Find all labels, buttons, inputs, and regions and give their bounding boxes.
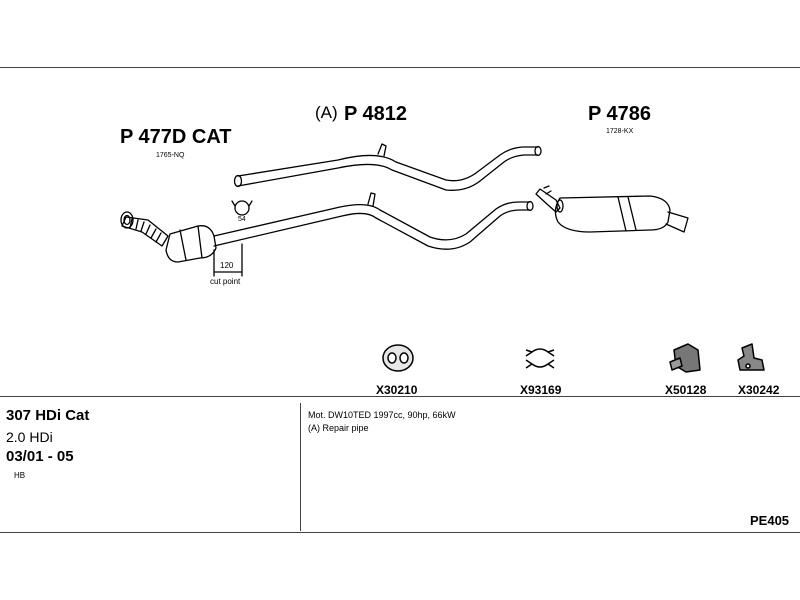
vehicle-engine: 2.0 HDi xyxy=(6,429,53,445)
accessory-code: X30210 xyxy=(376,383,418,397)
rear-silencer-band xyxy=(617,196,637,232)
rear-silencer-body xyxy=(554,195,671,233)
cat-body-seam xyxy=(197,225,203,259)
cut-point-label: cut point xyxy=(210,277,241,286)
cat-inlet-flange-inner xyxy=(123,214,131,226)
cut-point-dimension xyxy=(213,243,243,277)
cat-inlet-flange xyxy=(120,211,134,229)
middle-pipe-end xyxy=(526,200,534,212)
repair-pipe-upper-edge xyxy=(237,154,539,191)
cat-part-number: P 477D CAT xyxy=(120,126,232,148)
middle-part-prefix: (A) xyxy=(315,103,338,122)
repair-note: (A) Repair pipe xyxy=(308,423,369,433)
hanger-bracket-icon xyxy=(737,343,765,371)
cat-body xyxy=(165,225,217,263)
accessory-code: X50128 xyxy=(665,383,707,397)
middle-pipe xyxy=(213,201,531,241)
middle-pipe-edge xyxy=(213,209,531,250)
vehicle-years: 03/01 - 05 xyxy=(6,448,74,465)
middle-part-number: P 4812 xyxy=(344,103,408,125)
clamp-54 xyxy=(234,200,250,216)
repair-pipe-hanger xyxy=(377,143,387,157)
rear-silencer-tailpipe xyxy=(665,211,689,233)
vehicle-model: 307 HDi Cat xyxy=(6,407,90,424)
repair-pipe-end xyxy=(233,174,243,188)
vertical-divider xyxy=(300,403,301,531)
rear-silencer-inlet-end xyxy=(556,199,564,213)
rubber-mount-icon xyxy=(382,344,414,372)
repair-pipe-end xyxy=(534,145,542,157)
vehicle-body: HB xyxy=(14,471,26,480)
cat-oem-number: 1765-NQ xyxy=(156,152,185,159)
pipe-clamp-icon xyxy=(525,348,555,369)
cat-body-seam xyxy=(179,229,187,261)
clamp-54-tab xyxy=(231,200,253,207)
rear-part-number: P 4786 xyxy=(588,103,652,125)
reference-code: PE405 xyxy=(750,513,790,528)
middle-pipe-hanger xyxy=(367,192,376,207)
rubber-hanger-icon xyxy=(669,343,701,373)
accessory-code: X30242 xyxy=(738,383,780,397)
accessory-code: X93169 xyxy=(520,383,562,397)
clamp-size-label: 54 xyxy=(238,216,246,223)
diagram-frame xyxy=(0,67,800,533)
cat-flex-rings xyxy=(129,218,162,243)
rear-silencer-hanger xyxy=(543,185,552,195)
cut-length-label: 120 xyxy=(220,261,234,270)
rear-oem-number: 1728-KX xyxy=(606,128,634,135)
horizontal-divider xyxy=(0,396,800,397)
repair-pipe-upper xyxy=(237,146,539,182)
cat-inlet-flex xyxy=(121,216,169,247)
engine-spec: Mot. DW10TED 1997cc, 90hp, 66kW xyxy=(308,410,456,420)
